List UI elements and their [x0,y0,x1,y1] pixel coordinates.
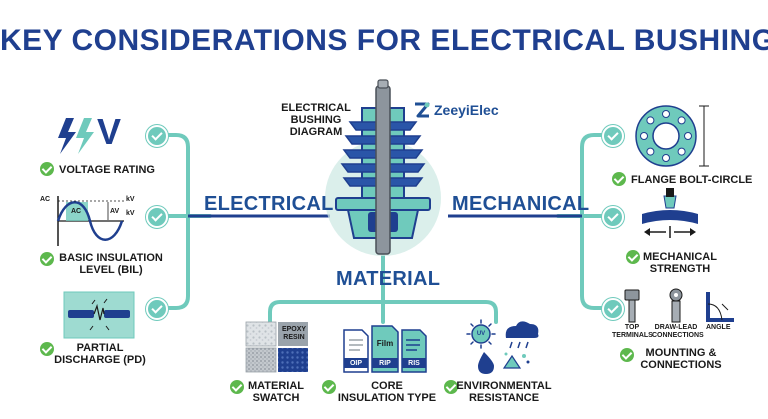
caption-line-2: BUSHING [290,114,342,126]
bil-kv-top-label: kV [126,196,135,203]
mechanical-check-2-icon [602,206,624,228]
doc-oip-label: OIP [349,360,363,367]
doc-ris-label: RIS [408,360,420,367]
top-terminals-line-2: TERMINALS [612,332,653,339]
lightning-bolts-icon [58,118,94,154]
flange-bolt-circle-label: FLANGE BOLT-CIRCLE [631,174,753,186]
material-connectors [268,254,498,324]
mounting-line-1: MOUNTING & [645,347,717,359]
bil-graph-icon [56,196,126,246]
top-terminals-label: TOP TERMINALS [612,324,653,340]
strength-line-2: STRENGTH [649,263,711,275]
bil-ac-wave-label: AC [71,208,82,215]
mechanical-check-3-icon [602,298,624,320]
electrical-connectors [164,133,212,310]
angle-icon [706,292,734,322]
branch-mechanical: MECHANICAL [452,193,590,215]
angle-label: ANGLE [706,324,731,331]
doc-film-label: Film [376,339,394,348]
caption-line-3: DIAGRAM [289,126,343,138]
bushing-diagram-caption: ELECTRICAL BUSHING DIAGRAM [268,102,364,138]
mounting-line-2: CONNECTIONS [640,359,722,371]
core-line-2: INSULATION TYPE [337,392,437,404]
caption-line-1: ELECTRICAL [281,102,351,114]
electrical-check-3-icon [146,298,168,320]
flange-check-icon [612,172,626,186]
env-line-1: ENVIRONMENTAL [456,380,552,392]
mech-strength-check-icon [626,250,640,264]
mechanical-connectors [556,133,606,310]
partial-discharge-icon [63,291,135,339]
brand-logo: ZeeyiElec [412,100,499,120]
mounting-connections-label: MOUNTING & CONNECTIONS [636,347,726,371]
partial-discharge-label: PARTIAL DISCHARGE (PD) [44,342,156,366]
brand-logo-icon [415,102,430,118]
sun-uv-icon [466,319,496,349]
environmental-icons [466,319,539,374]
bil-kv-bottom-label: kV [126,210,135,217]
bil-line-1: BASIC INSULATION [59,252,163,264]
bushing-illustration [325,79,441,256]
rain-cloud-icon [505,321,539,349]
voltage-symbol: V [97,111,122,152]
draw-lead-icon [669,288,683,323]
branch-electrical: ELECTRICAL [204,193,334,215]
brand-name: ZeeyiElec [434,102,499,118]
doc-rip-label: RIP [379,360,391,367]
top-terminals-line-1: TOP [624,324,640,331]
voltage-check-icon [40,162,54,176]
draw-lead-line-1: DRAW-LEAD [654,324,698,331]
mechanical-strength-label: MECHANICAL STRENGTH [640,251,720,275]
branch-material: MATERIAL [336,268,441,290]
environmental-resistance-label: ENVIRONMENTAL RESISTANCE [456,380,552,404]
mechanical-check-1-icon [602,125,624,147]
pd-line-1: PARTIAL [76,342,124,354]
environmental-check-icon [444,380,458,394]
swatch-check-icon [230,380,244,394]
chemical-splash-icon [502,352,530,369]
water-drop-icon [478,352,494,374]
electrical-check-2-icon [146,206,168,228]
pd-line-2: DISCHARGE (PD) [54,354,146,366]
epoxy-resin-tile-label: EPOXY RESIN [280,326,308,342]
electrical-check-1-icon [146,125,168,147]
strength-line-1: MECHANICAL [643,251,717,263]
page-title: KEY CONSIDERATIONS FOR ELECTRICAL BUSHIN… [0,24,768,57]
flange-bolt-circle-icon [635,105,709,167]
core-check-icon [322,380,336,394]
env-line-2: RESISTANCE [468,392,540,404]
material-swatch-label: MATERIAL SWATCH [244,380,308,404]
voltage-rating-label: VOLTAGE RATING [59,164,155,176]
core-insulation-docs-icon [343,325,427,373]
bil-label: BASIC INSULATION LEVEL (BIL) [40,252,182,276]
uv-label: UV [476,331,486,337]
material-swatch-icon [245,321,308,373]
core-line-1: CORE [371,380,403,392]
epoxy-line-1: EPOXY [281,326,307,333]
swatch-line-1: MATERIAL [247,380,304,392]
draw-lead-line-2: CONNECTIONS [652,332,704,339]
mounting-check-icon [620,348,634,362]
draw-lead-label: DRAW-LEAD CONNECTIONS [652,324,704,340]
mechanical-strength-icon [642,188,698,238]
pd-check-icon [40,342,54,356]
swatch-line-2: SWATCH [252,392,300,404]
top-terminal-icon [624,289,640,323]
core-insulation-label: CORE INSULATION TYPE [337,380,437,404]
bil-check-icon [40,252,54,266]
bil-ac-axis-label: AC [40,196,51,203]
bil-av-label: AV [110,208,120,215]
epoxy-line-2: RESIN [283,334,305,341]
bil-line-2: LEVEL (BIL) [79,264,143,276]
